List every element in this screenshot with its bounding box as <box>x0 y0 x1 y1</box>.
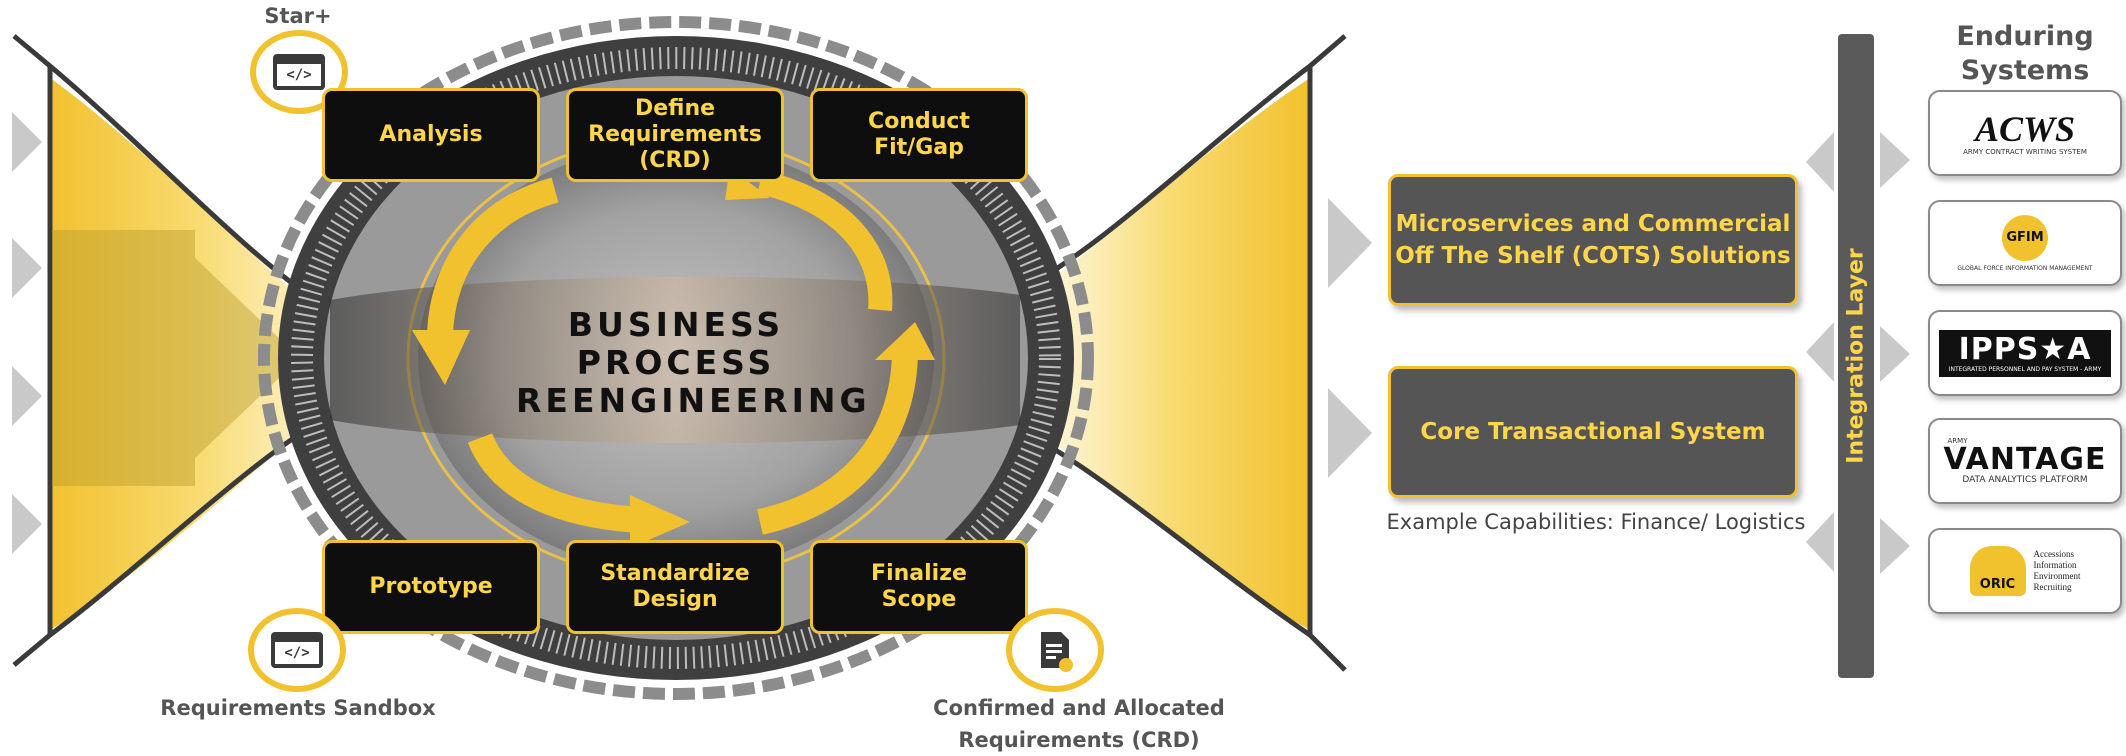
crd-document-icon <box>1006 608 1104 692</box>
vantage-top: ARMY <box>1947 437 1968 445</box>
bpr-title: BUSINESS PROCESS REENGINEERING <box>516 305 871 420</box>
example-capabilities: Example Capabilities: Finance/ Logistics <box>1386 510 1806 534</box>
cycle-arrow-top-right <box>757 170 893 311</box>
acws-sub: ARMY CONTRACT WRITING SYSTEM <box>1963 148 2087 156</box>
vantage-name: VANTAGE <box>1943 442 2107 477</box>
outer-dashed-ring <box>258 16 1094 700</box>
oric-name: ORIC <box>1969 546 2026 596</box>
right-funnel <box>1020 78 1310 630</box>
logo-oric: ORIC Accessions Information Environment … <box>1928 528 2122 614</box>
logo-arrow-2 <box>1880 326 1910 382</box>
integration-layer-bar <box>1838 34 1874 678</box>
left-funnel <box>50 78 330 630</box>
stage-finalize-scope: Finalize Scope <box>810 540 1028 634</box>
right-arrow-1 <box>1328 198 1372 288</box>
flow-band <box>330 276 1020 444</box>
stage-conduct-fit-gap: Conduct Fit/Gap <box>810 88 1028 182</box>
document-icon <box>1041 632 1073 672</box>
code-window-icon: </> <box>271 632 323 668</box>
gfim-sub: GLOBAL FORCE INFORMATION MANAGEMENT <box>1957 264 2093 272</box>
stage-prototype: Prototype <box>322 540 540 634</box>
logo-arrow-1 <box>1880 132 1910 188</box>
input-arrow-2 <box>12 238 42 298</box>
integration-arrow-left-2 <box>1806 322 1834 382</box>
cycle-arrow-top-left <box>427 177 559 341</box>
core-transactional-box: Core Transactional System <box>1388 366 1798 498</box>
gfim-name: GFIM <box>2001 214 2048 261</box>
stage-analysis: Analysis <box>322 88 540 182</box>
star-plus-label: Star+ <box>264 4 332 28</box>
input-arrow-4 <box>12 494 42 554</box>
input-arrow-3 <box>12 366 42 426</box>
logo-arrow-3 <box>1880 518 1910 574</box>
stage-define-requirements: Define Requirements (CRD) <box>566 88 784 182</box>
sandbox-caption: Requirements Sandbox <box>160 696 436 720</box>
cycle-arrow-right <box>757 349 918 535</box>
oric-sub: Accessions Information Environment Recru… <box>2033 549 2081 592</box>
ippsa-name: IPPS★A <box>1958 331 2092 367</box>
input-arrow-1 <box>12 112 42 172</box>
logo-vantage: ARMY VANTAGE DATA ANALYTICS PLATFORM <box>1928 418 2122 504</box>
tick-ring <box>291 47 1061 669</box>
cycle-arrow-bottom <box>467 432 641 533</box>
integration-layer-label: Integration Layer <box>1843 248 1869 464</box>
code-window-icon: </> <box>273 54 325 90</box>
logo-gfim: GFIM GLOBAL FORCE INFORMATION MANAGEMENT <box>1928 200 2122 286</box>
right-arrow-2 <box>1328 388 1372 478</box>
integration-arrow-left-3 <box>1806 512 1834 572</box>
vantage-sub: DATA ANALYTICS PLATFORM <box>1962 475 2088 485</box>
sandbox-icon: </> <box>248 608 346 692</box>
acws-name: ACWS <box>1974 109 2076 149</box>
stage-standardize-design: Standardize Design <box>566 540 784 634</box>
ippsa-sub: INTEGRATED PERSONNEL AND PAY SYSTEM - AR… <box>1948 365 2102 373</box>
microservices-box: Microservices and Commercial Off The She… <box>1388 174 1798 306</box>
logo-ipps-a: IPPS★A INTEGRATED PERSONNEL AND PAY SYST… <box>1928 310 2122 396</box>
crd-caption: Confirmed and Allocated Requirements (CR… <box>933 696 1225 752</box>
enduring-systems-header: Enduring Systems <box>1956 21 2094 86</box>
logo-acws: ACWS ARMY CONTRACT WRITING SYSTEM <box>1928 90 2122 176</box>
left-big-arrow <box>52 230 300 486</box>
integration-arrow-left-1 <box>1806 132 1834 192</box>
